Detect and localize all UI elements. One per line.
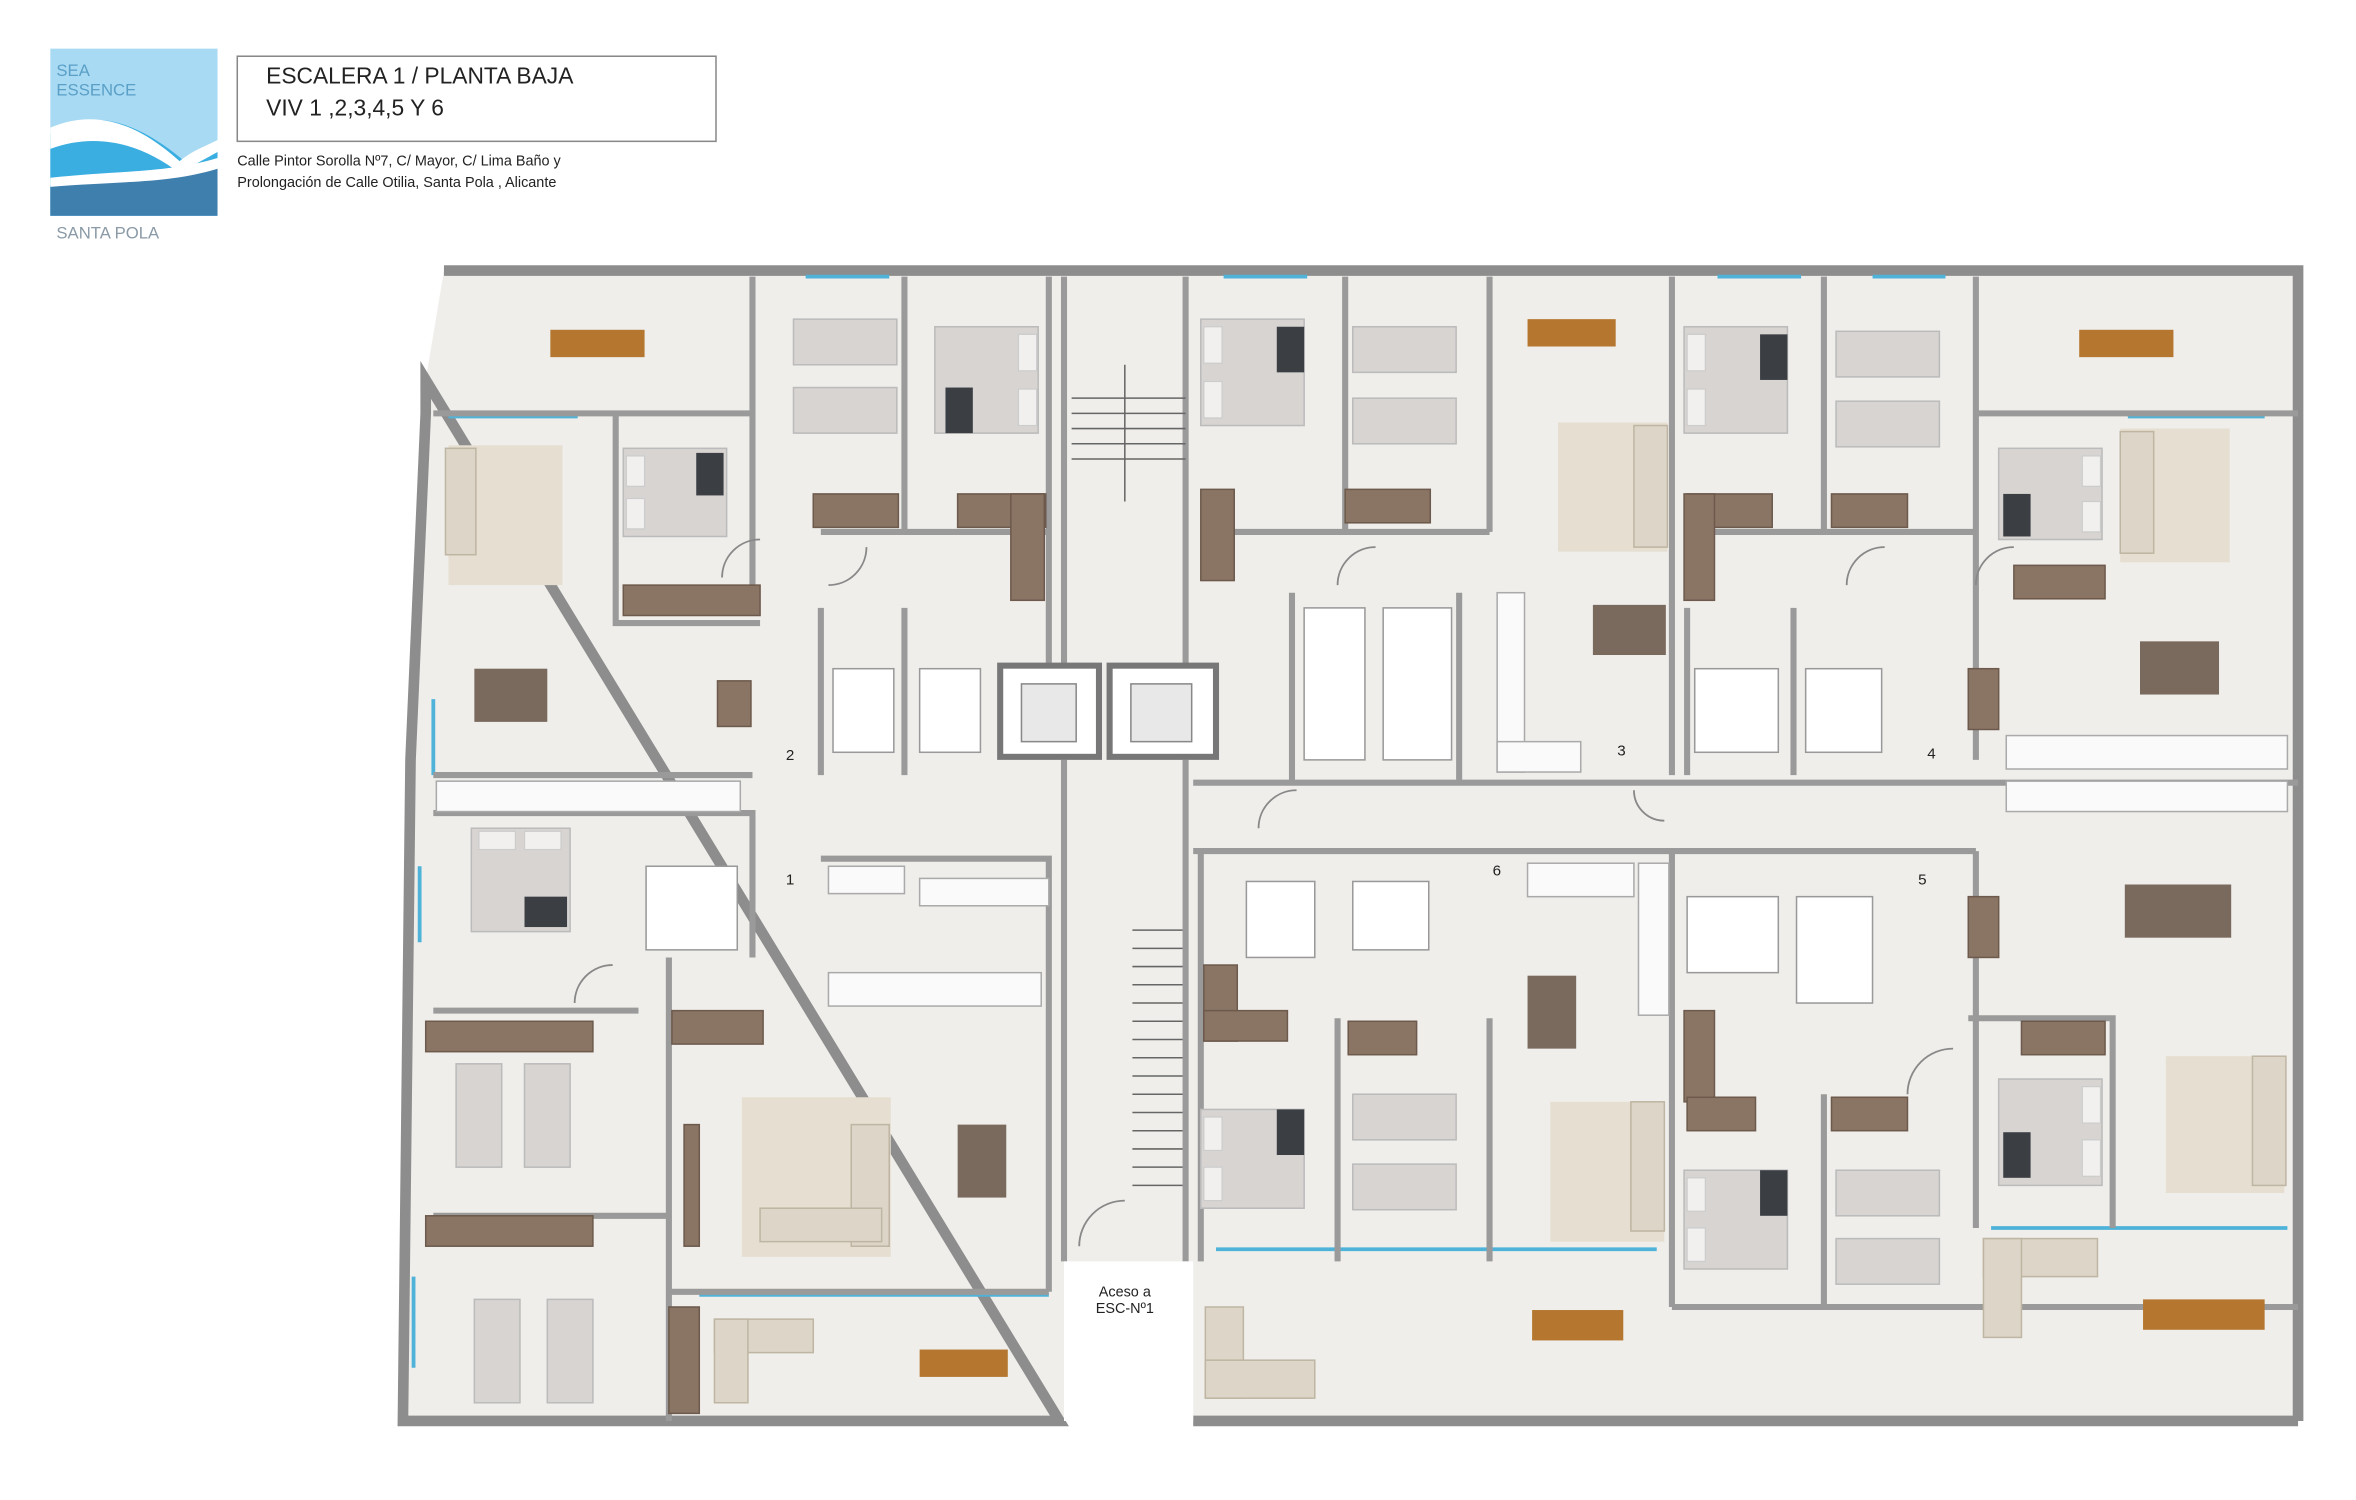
- staircase: [1071, 364, 1186, 1187]
- kitchen-counters: [435, 591, 2289, 1016]
- double-bed: [934, 325, 1039, 434]
- doors: [573, 538, 2014, 1247]
- double-bed: [1683, 325, 1789, 434]
- terrace-furniture: [550, 319, 2265, 1404]
- elevators: [997, 662, 1220, 760]
- sea-essence-logo: SEA ESSENCE SANTA POLA: [50, 48, 218, 243]
- title-line-1: ESCALERA 1 / PLANTA BAJA: [266, 63, 574, 89]
- access-label-line-1: Aceso a: [1099, 1284, 1152, 1300]
- access-label-line-2: ESC-Nº1: [1096, 1301, 1154, 1317]
- interior-walls: [433, 276, 2299, 1421]
- bedroom-furniture: [455, 318, 2103, 1404]
- living-furniture: [444, 422, 2287, 1257]
- unit-numbers: 1 2 3 4 5 6: [786, 742, 1936, 888]
- logo-text-essence: ESSENCE: [56, 81, 136, 100]
- double-bed: [1200, 318, 1305, 427]
- unit-number-6: 6: [1493, 862, 1501, 879]
- unit-number-1: 1: [786, 871, 794, 888]
- bathroom-fixtures: [645, 607, 1883, 1004]
- double-bed: [1997, 1078, 2103, 1187]
- unit-number-3: 3: [1617, 742, 1625, 759]
- logo-text-santa-pola: SANTA POLA: [56, 224, 160, 243]
- unit-number-2: 2: [786, 747, 794, 764]
- double-bed: [622, 447, 728, 538]
- wardrobes: [424, 488, 2106, 1415]
- unit-number-5: 5: [1918, 871, 1926, 888]
- address-line-1: Calle Pintor Sorolla Nº7, C/ Mayor, C/ L…: [237, 154, 561, 170]
- logo-text-sea: SEA: [56, 61, 90, 80]
- title-line-2: VIV 1 ,2,3,4,5 Y 6: [266, 95, 444, 121]
- title-box: [236, 55, 717, 143]
- access-area: [1064, 1261, 1194, 1421]
- double-bed: [1997, 447, 2103, 541]
- double-bed: [1683, 1169, 1789, 1270]
- double-bed: [1200, 1108, 1305, 1209]
- address-line-2: Prolongación de Calle Otilia, Santa Pola…: [237, 175, 556, 191]
- double-bed: [470, 827, 571, 933]
- unit-number-4: 4: [1927, 745, 1935, 762]
